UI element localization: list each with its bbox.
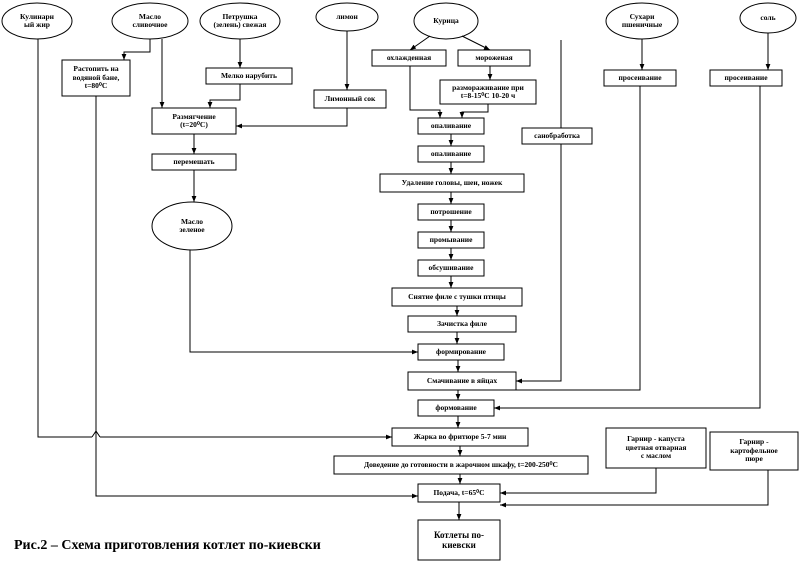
edge-ohlazhd-opal (409, 66, 443, 118)
edge-prosei2-formov (494, 86, 761, 411)
n_rastopit-shape (61, 59, 131, 97)
edge-maslozel-formir (189, 250, 418, 355)
n_opalivanie-label: опаливание (430, 120, 472, 130)
edge-sanobr-smach (516, 144, 562, 384)
n_sol-label: соль (760, 12, 776, 22)
n_formir-label: формирование (436, 346, 486, 356)
n_sanobr-shape (521, 127, 593, 145)
n_prosei1-label: просеивание (618, 72, 662, 82)
n_peremeshat-label: перемешать (173, 156, 215, 166)
n_dovedenie-label: Доведение до готовности в жарочном шкафу… (364, 459, 558, 469)
n_morozh-label: мороженая (475, 52, 513, 62)
n_zachistka-label: Зачистка филе (437, 318, 487, 328)
n_kurica-shape (413, 2, 479, 40)
edge-prosei1-smach (500, 86, 641, 391)
edge-kurica-morozh (461, 35, 491, 51)
n_zharka-label: Жарка во фритюре 5-7 мин (413, 431, 507, 441)
n_udalenie-label: Удаление головы, шеи, ножек (401, 177, 503, 187)
n_prosei2-label: просеивание (724, 72, 768, 82)
n_podacha-label: Подача, t=65⁰С (433, 487, 485, 497)
n_ohlazhd-shape (371, 49, 447, 67)
n_sanobr-label: санобработка (534, 130, 580, 140)
edge-garnir2-podacha (500, 470, 769, 508)
n_garnir1-shape (605, 427, 707, 469)
n_razmoraz-label: размораживание при t=8-15⁰С 10-20 ч (452, 82, 524, 100)
n_maslo_sliv-label: Масло сливочное (132, 11, 168, 29)
edge-kul-zhar (37, 39, 92, 438)
edge-rastopit-podacha (95, 96, 418, 499)
edge-kurica-ohlazhd (409, 35, 431, 51)
n_udalenie-shape (379, 173, 525, 193)
n_kul_zhir-shape (1, 2, 73, 40)
n_dovedenie-shape (333, 455, 589, 475)
n_potroshenie-label: потрошение (430, 206, 472, 216)
n_kotlety-shape (417, 519, 501, 561)
n_kurica-label: Курица (433, 15, 459, 25)
n_rastopit-label: Растопить на водяной бане, t=80⁰С (72, 64, 120, 91)
n_smach-label: Смачивание в яйцах (426, 375, 498, 385)
n_limon_sok-shape (313, 89, 387, 109)
n_promyvanie-label: промывание (429, 234, 473, 244)
n_melko-label: Мелко нарубить (221, 70, 277, 80)
n_formovka-label: формование (435, 402, 477, 412)
edge-razmoraz-opal (459, 104, 489, 118)
n_opaliv2-label: опаливание (430, 148, 472, 158)
n_maslo_zel-label: Масло зеленое (179, 216, 205, 234)
n_petrushka-label: Петрушка (зелень) свежая (213, 11, 267, 29)
edge-sok-razmyagch (236, 108, 348, 129)
n_prosei2-shape (709, 69, 783, 87)
n_razmyagch-shape (151, 107, 237, 135)
n_zachistka-shape (407, 315, 517, 333)
n_limon-label: лимон (336, 11, 358, 21)
edge-melko-razmyagch (207, 84, 241, 108)
n_obsush-label: обсушивание (428, 262, 474, 272)
n_suhari-label: Сухари пшеничные (621, 11, 663, 29)
n_kotlety-label: Котлеты по- киевски (433, 529, 485, 550)
n_melko-shape (205, 67, 293, 85)
n_kul_zhir-label: Кулинарн ый жир (20, 11, 54, 29)
n_garnir1-label: Гарнир - капуста цветная отварная с масл… (625, 434, 687, 461)
edge-garnir1-podacha (500, 468, 657, 496)
n_razmyagch-label: Размягчение (t=20⁰С) (172, 111, 216, 129)
n_garnir2-shape (709, 431, 799, 471)
n_limon_sok-label: Лимонный сок (324, 93, 376, 103)
edge-maslo-rastopit (121, 39, 151, 60)
n_morozh-shape (457, 49, 531, 67)
n_razmoraz-shape (439, 79, 537, 105)
n_garnir2-label: Гарнир - картофельное пюре (730, 437, 778, 464)
n_maslo_zel-shape (151, 201, 233, 251)
n_snyatie-label: Снятие филе с тушки птицы (408, 291, 506, 301)
n_ohlazhd-label: охлажденная (386, 52, 432, 62)
figure-caption: Рис.2 – Схема приготовления котлет по-ки… (14, 538, 321, 553)
